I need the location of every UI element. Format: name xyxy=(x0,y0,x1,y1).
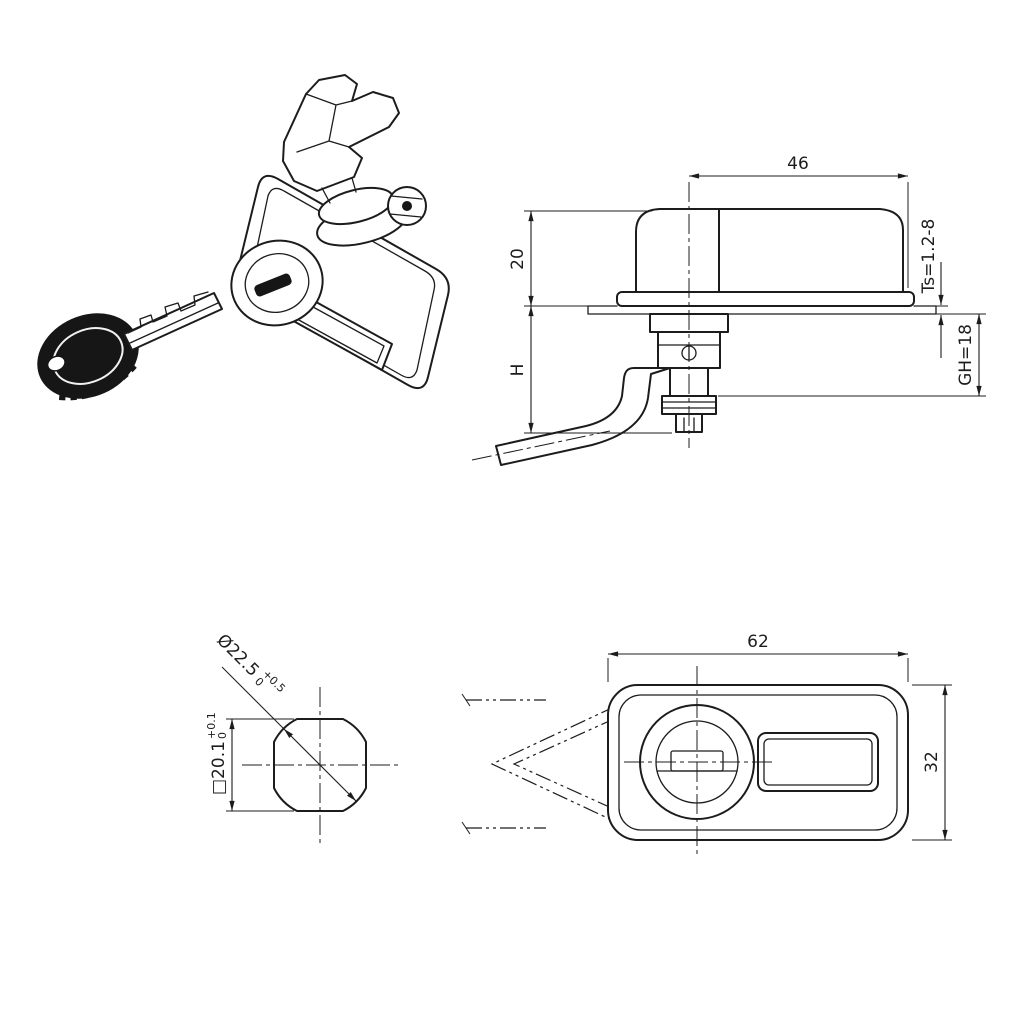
key xyxy=(37,291,223,401)
front-inner-outline xyxy=(618,694,898,831)
dim-62-label: 62 xyxy=(747,632,769,652)
lock-nut-hole xyxy=(402,201,412,211)
dim-diameter: Ø22.5 +0.5 0 xyxy=(212,630,357,802)
isometric-view xyxy=(37,74,450,401)
front-view: 62 32 xyxy=(461,632,952,856)
dim-20: 20 xyxy=(508,210,652,307)
dim-Ts: Ts=1.2-8 xyxy=(917,219,986,358)
dim-H-label: H xyxy=(508,364,528,377)
arm-foot-centerline xyxy=(471,430,611,461)
dim-46: 46 xyxy=(689,154,909,288)
cap-outline xyxy=(635,208,904,293)
key-head-ridges xyxy=(58,357,140,401)
dim-square-label: □20.1 xyxy=(209,741,229,795)
dim-62: 62 xyxy=(607,632,909,682)
dim-Ts-label: Ts=1.2-8 xyxy=(919,219,939,295)
panel-lines xyxy=(587,305,937,315)
key-hole xyxy=(46,355,66,372)
dim-square: □20.1 +0.1 0 xyxy=(205,712,294,812)
cutout-shape xyxy=(273,718,367,812)
dim-32-label: 32 xyxy=(922,751,942,773)
wing-blade-facets xyxy=(296,93,353,153)
side-view: 46 20 H Ts=1.2-8 GH=18 xyxy=(471,154,986,466)
dim-square-tol-lower: 0 xyxy=(216,732,229,739)
flange xyxy=(616,291,915,307)
key-shaft xyxy=(123,292,223,351)
wing-knob xyxy=(282,74,427,247)
key-teeth xyxy=(127,291,209,334)
wing-blade xyxy=(282,74,400,192)
dim-GH-label: GH=18 xyxy=(956,324,976,386)
phantom-arm-lines xyxy=(461,693,617,835)
latch-bezel-outline xyxy=(236,174,450,390)
latch-bezel-inner-line xyxy=(249,187,436,379)
keyway-slot xyxy=(254,273,292,297)
dim-32: 32 xyxy=(912,684,952,841)
key-shaft-groove xyxy=(129,302,219,344)
cutout-view: Ø22.5 +0.5 0 □20.1 +0.1 0 xyxy=(205,630,398,843)
dim-H: H xyxy=(508,306,672,434)
dim-20-label: 20 xyxy=(508,248,528,270)
dim-square-tol-upper: +0.1 xyxy=(205,712,218,739)
dim-diameter-tol-lower: 0 xyxy=(252,675,266,689)
dim-46-label: 46 xyxy=(787,154,809,174)
latch-arm xyxy=(495,367,671,466)
dim-diameter-label: Ø22.5 xyxy=(212,630,262,680)
dim-GH: GH=18 xyxy=(718,314,986,397)
